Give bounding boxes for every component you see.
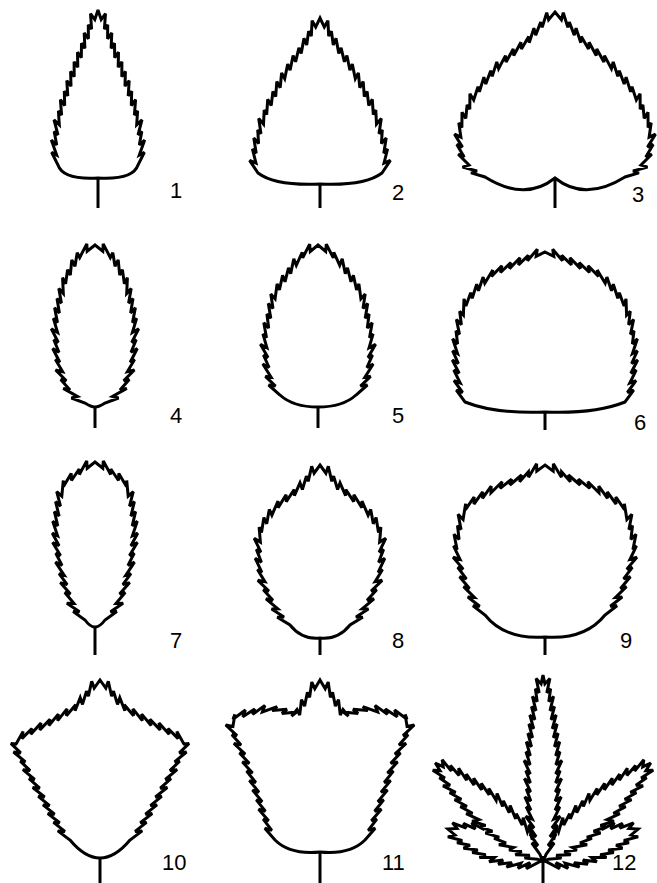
leaf-blade	[453, 464, 637, 638]
leaf-petiole	[544, 412, 547, 430]
callout-number: 4	[170, 405, 182, 427]
leaf-outline	[11, 680, 189, 858]
leaf-blade	[260, 244, 375, 407]
leaf-outline	[452, 249, 637, 412]
leaf-petiole	[317, 407, 320, 428]
callout-number: 6	[634, 412, 646, 434]
leaf-petiole	[544, 637, 547, 655]
callout-number: 11	[382, 852, 405, 874]
callout-number: 12	[612, 852, 636, 874]
leaf-petiole	[97, 178, 100, 208]
leaf-outline	[226, 680, 415, 853]
leaf-outline	[260, 244, 375, 407]
callout-number: 5	[392, 405, 404, 427]
leaf-blade	[452, 249, 637, 412]
leaf-petiole	[99, 858, 102, 883]
callout-number: 1	[170, 180, 182, 202]
leaf-petiole	[319, 184, 322, 208]
palmate-leaf	[423, 675, 657, 883]
leaf-outline	[250, 18, 391, 184]
callout-number: 10	[162, 852, 186, 874]
callout-number: 9	[620, 630, 632, 652]
leaf-outline	[52, 461, 137, 627]
leaf-lobe	[524, 675, 562, 860]
leaf-blade	[455, 12, 656, 190]
leaf-outlines	[11, 10, 657, 883]
leaf-petiole	[94, 627, 97, 655]
leaf-petiole	[319, 852, 322, 883]
leaf-petiole	[554, 178, 557, 208]
leaf-blade	[250, 18, 391, 184]
leaf-outline	[254, 465, 386, 638]
leaf-blade	[254, 465, 386, 638]
callout-number: 8	[392, 630, 404, 652]
leaf-blade	[11, 680, 189, 858]
leaf-outline	[51, 10, 144, 178]
callout-number: 7	[170, 630, 182, 652]
leaf-blade	[52, 461, 137, 627]
leaf-petiole	[542, 856, 545, 883]
callout-number: 3	[632, 184, 644, 206]
leaf-outline	[51, 244, 138, 407]
leaf-blade	[51, 244, 138, 407]
leaf-petiole	[319, 638, 322, 655]
callout-number: 2	[392, 182, 404, 204]
leaf-outline	[455, 12, 656, 190]
leaf-blade	[226, 680, 415, 853]
leaf-outline	[453, 464, 637, 638]
leaf-blade	[51, 10, 144, 178]
leaf-petiole	[94, 407, 97, 428]
